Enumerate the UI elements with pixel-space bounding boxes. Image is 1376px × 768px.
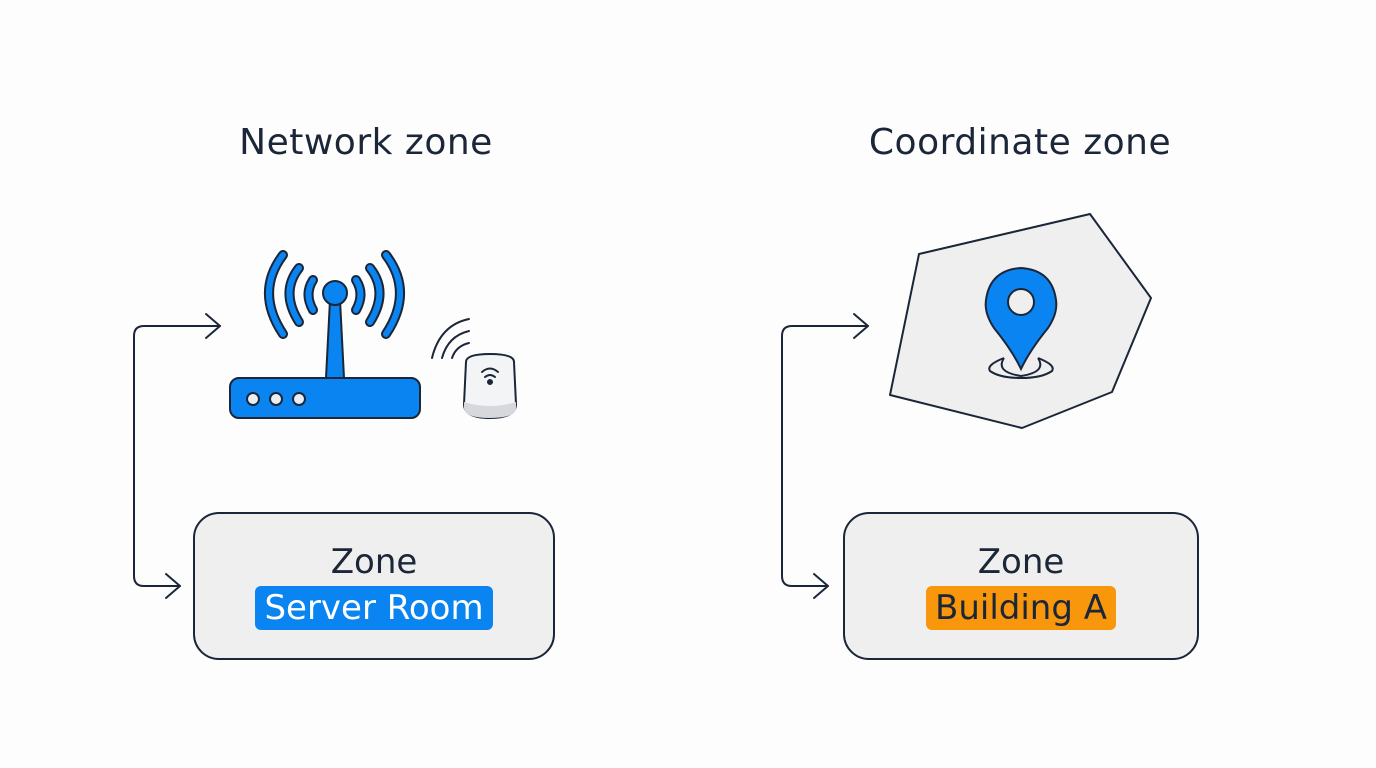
zone-value-server-room: Server Room: [255, 586, 493, 630]
coordinate-zone-box: Zone Building A: [843, 512, 1199, 660]
right-connector-arrow-icon: [781, 313, 869, 599]
wireless-beacon-icon: [431, 318, 518, 420]
network-zone-title: Network zone: [239, 122, 493, 163]
zone-label: Zone: [977, 542, 1065, 582]
zone-value-building-a: Building A: [926, 586, 1116, 630]
zone-label: Zone: [330, 542, 418, 582]
network-zone-box: Zone Server Room: [193, 512, 555, 660]
location-pin-icon: [984, 266, 1058, 380]
coordinate-zone-title: Coordinate zone: [868, 122, 1172, 163]
left-connector-arrow-icon: [133, 313, 221, 599]
wifi-router-icon: [229, 250, 421, 419]
